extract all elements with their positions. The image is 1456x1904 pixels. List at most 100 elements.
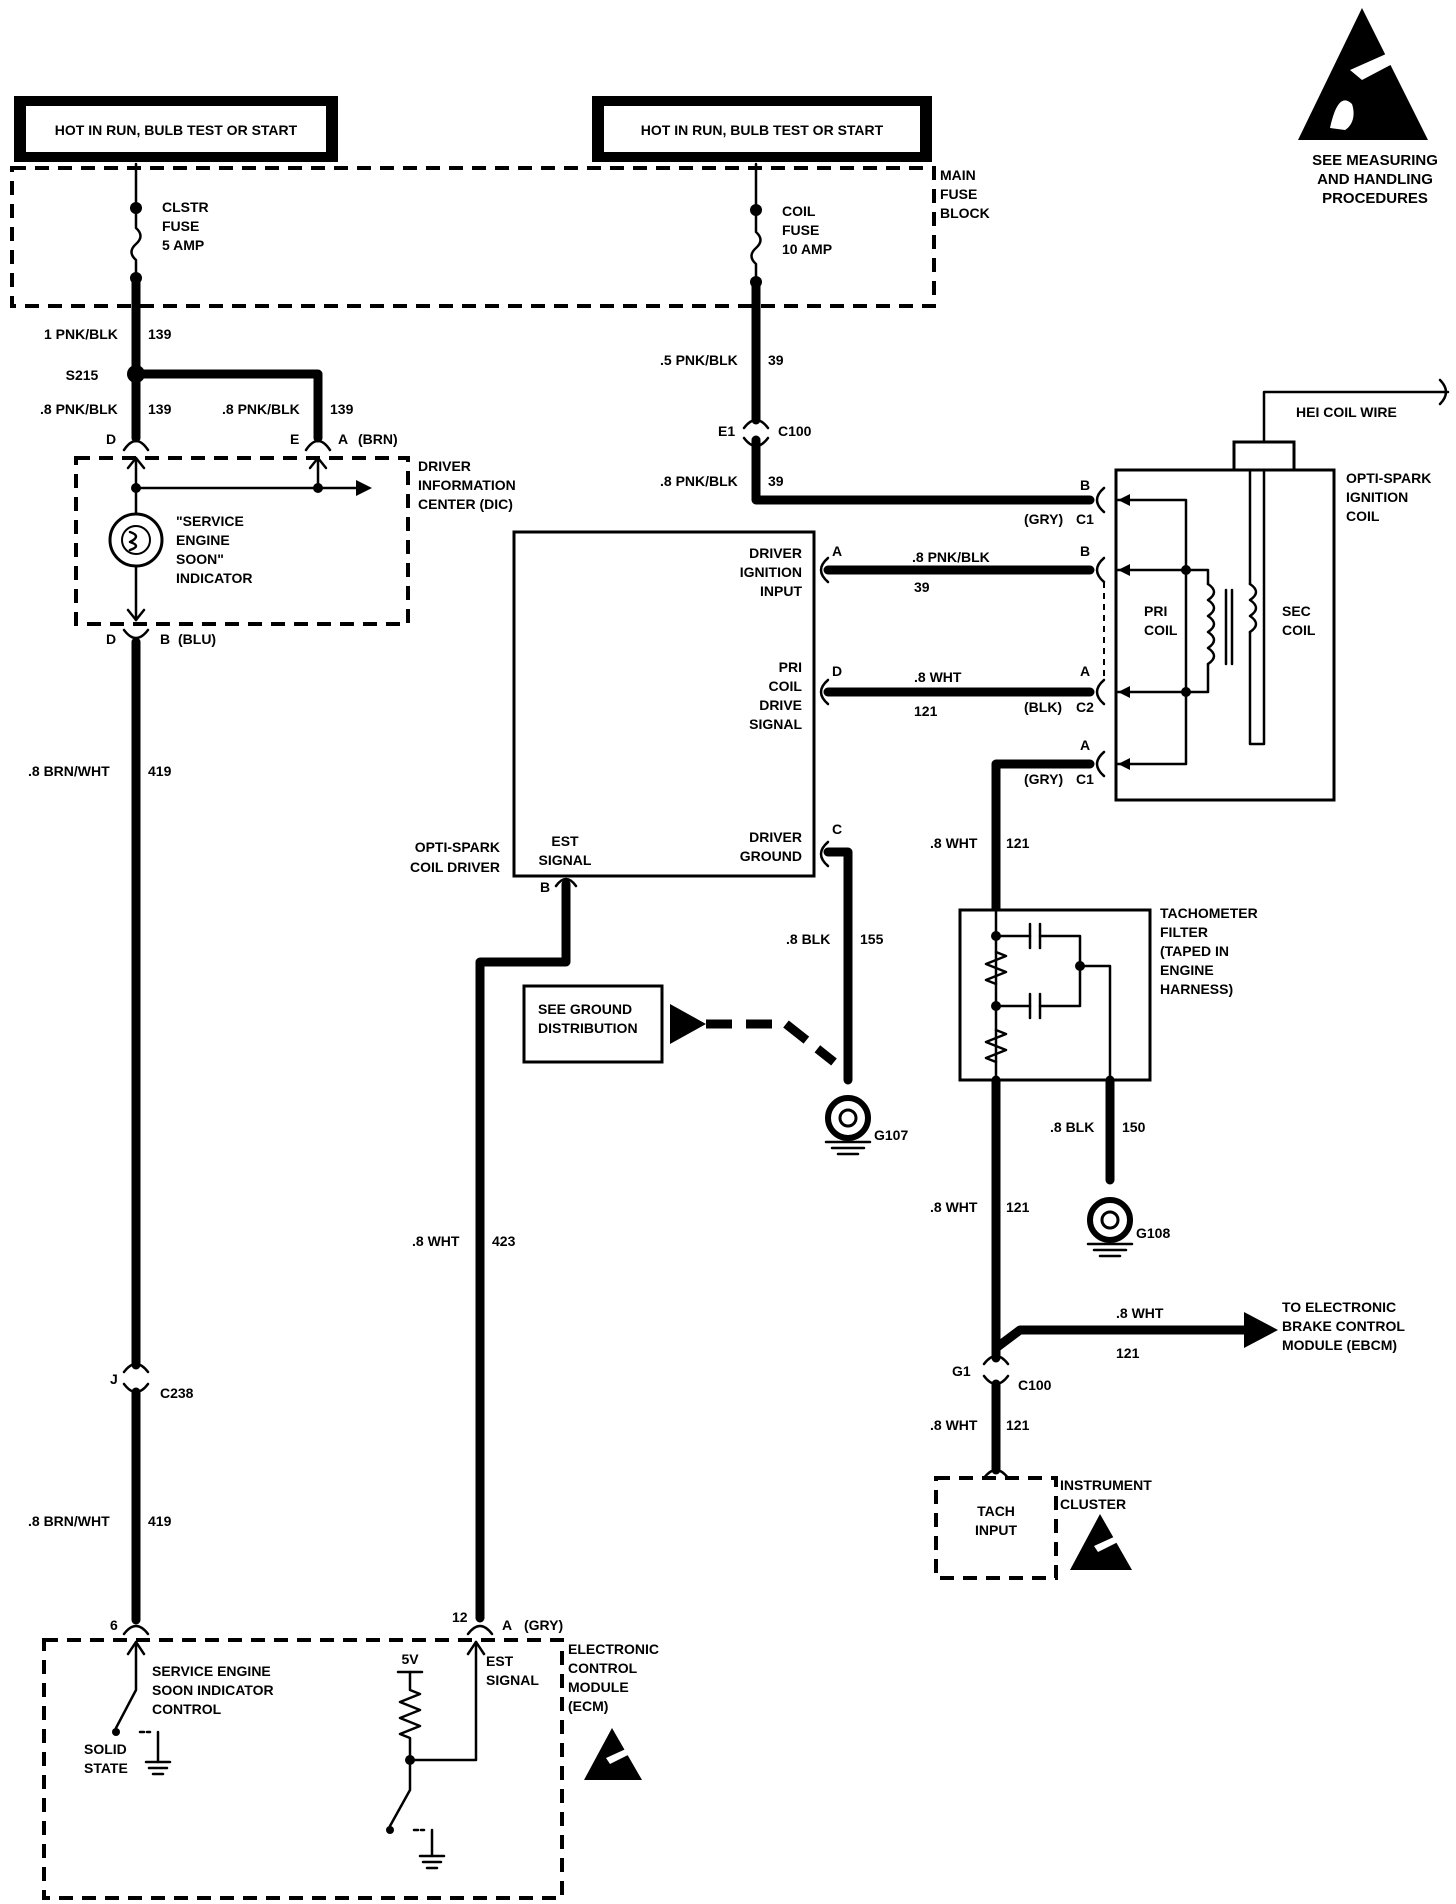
coil-pin-a: A bbox=[1080, 663, 1090, 679]
circuit-39: .5 PNK/BLK 39 E1 C100 .8 PNK/BLK 39 B (G… bbox=[660, 281, 1106, 527]
wire-121e-label: .8 WHT bbox=[930, 1417, 978, 1433]
coil-fuse-label-1: COIL bbox=[782, 203, 816, 219]
c1-bot-color: (GRY) bbox=[1024, 771, 1063, 787]
sesc-label-3: CONTROL bbox=[152, 1701, 222, 1717]
c238-label: C238 bbox=[160, 1385, 194, 1401]
wire-39a-circuit: 39 bbox=[768, 352, 784, 368]
wire-121c-circuit: 121 bbox=[1006, 1199, 1030, 1215]
wire-139a-label: 1 PNK/BLK bbox=[44, 326, 118, 342]
dic-name-2: INFORMATION bbox=[418, 477, 516, 493]
wire-121d-circuit: 121 bbox=[1116, 1345, 1140, 1361]
esd-warning-icon: SEE MEASURING AND HANDLING PROCEDURES bbox=[1298, 8, 1438, 207]
sec-coil-label-1: SEC bbox=[1282, 603, 1311, 619]
c1-bot-pin: A bbox=[1080, 737, 1090, 753]
wire-39a-label: .5 PNK/BLK bbox=[660, 352, 738, 368]
ecm-pin-12: 12 bbox=[452, 1609, 468, 1625]
wire-150-label: .8 BLK bbox=[1050, 1119, 1094, 1135]
c1-bot-label: C1 bbox=[1076, 771, 1094, 787]
c100-pin-e1: E1 bbox=[718, 423, 735, 439]
pri-coil-label-2: COIL bbox=[1144, 622, 1178, 638]
driver-pri-drive-2: COIL bbox=[769, 678, 803, 694]
tach-filter-label-4: ENGINE bbox=[1160, 962, 1214, 978]
ground-g108: .8 BLK 150 G108 bbox=[1050, 1075, 1170, 1258]
dic-name-1: DRIVER bbox=[418, 458, 471, 474]
ground-g107: C .8 BLK 155 G107 SEE GROUND DISTRIBUTIO… bbox=[522, 821, 908, 1156]
circuit-39-driver: A B .8 PNK/BLK 39 bbox=[819, 543, 1106, 595]
solid-state-2: STATE bbox=[84, 1760, 128, 1776]
wire-139a-circuit: 139 bbox=[148, 326, 172, 342]
driver-ign-input-1: DRIVER bbox=[749, 545, 802, 561]
wire-121d-label: .8 WHT bbox=[1116, 1305, 1164, 1321]
splice-s215: S215 bbox=[66, 367, 99, 383]
wire-155-label: .8 BLK bbox=[786, 931, 830, 947]
ecm-pin-6: 6 bbox=[110, 1617, 118, 1633]
power-source-left-label: HOT IN RUN, BULB TEST OR START bbox=[55, 122, 298, 138]
wire-419a-circuit: 419 bbox=[148, 763, 172, 779]
coil-driver-name-1: OPTI-SPARK bbox=[415, 839, 500, 855]
sesc-label-1: SERVICE ENGINE bbox=[152, 1663, 271, 1679]
c2-color: (BLK) bbox=[1024, 699, 1062, 715]
power-source-right: HOT IN RUN, BULB TEST OR START bbox=[592, 96, 932, 162]
wire-155-circuit: 155 bbox=[860, 931, 884, 947]
cluster-name-2: CLUSTER bbox=[1060, 1496, 1126, 1512]
ebcm-label-3: MODULE (EBCM) bbox=[1282, 1337, 1397, 1353]
solid-state-1: SOLID bbox=[84, 1741, 127, 1757]
tach-filter-label-2: FILTER bbox=[1160, 924, 1208, 940]
dic-pin-a: A bbox=[338, 431, 348, 447]
coil-driver-name-2: COIL DRIVER bbox=[410, 859, 500, 875]
ecm-est-2: SIGNAL bbox=[486, 1672, 539, 1688]
esd-note-line-3: PROCEDURES bbox=[1322, 190, 1428, 207]
c100-label: C100 bbox=[778, 423, 812, 439]
esd-note-line-2: AND HANDLING bbox=[1317, 171, 1433, 188]
ignition-coil-name-2: IGNITION bbox=[1346, 489, 1408, 505]
wire-121c-label: .8 WHT bbox=[930, 1199, 978, 1215]
wire-39b-label: .8 PNK/BLK bbox=[660, 473, 738, 489]
circuit-121-tach: A (GRY) C1 .8 WHT 121 bbox=[930, 737, 1106, 915]
v5-label: 5V bbox=[401, 1651, 419, 1667]
driver-pin-d: D bbox=[832, 663, 842, 679]
ecm-name-2: CONTROL bbox=[568, 1660, 638, 1676]
fuse-block-name-3: BLOCK bbox=[940, 205, 990, 221]
driver-est-1: EST bbox=[551, 833, 579, 849]
circuit-121-pri: D A .8 WHT 121 (BLK) C2 bbox=[819, 582, 1106, 719]
opti-spark-ignition-coil: HEI COIL WIRE OPTI-SPARK IGNITION COIL P… bbox=[1114, 378, 1450, 802]
driver-est-2: SIGNAL bbox=[539, 852, 592, 868]
cluster-name-1: INSTRUMENT bbox=[1060, 1477, 1152, 1493]
ecm-name-1: ELECTRONIC bbox=[568, 1641, 659, 1657]
ground-ref-line-2: DISTRIBUTION bbox=[538, 1020, 638, 1036]
tach-input-2: INPUT bbox=[975, 1522, 1017, 1538]
dic-pin-b-color: (BLU) bbox=[178, 631, 216, 647]
c238-pin: J bbox=[110, 1371, 118, 1387]
c1-top-label: C1 bbox=[1076, 511, 1094, 527]
driver-pin-b: B bbox=[540, 879, 550, 895]
electronic-control-module: ELECTRONIC CONTROL MODULE (ECM) SERVICE … bbox=[42, 1638, 659, 1900]
c1-top-color: (GRY) bbox=[1024, 511, 1063, 527]
wire-39b-circuit: 39 bbox=[768, 473, 784, 489]
fuse-block-name-2: FUSE bbox=[940, 186, 977, 202]
circuit-423: B .8 WHT 423 12 A (GRY) bbox=[412, 877, 578, 1636]
bulb-icon bbox=[108, 512, 164, 568]
instrument-cluster: TACH INPUT INSTRUMENT CLUSTER bbox=[934, 1476, 1152, 1580]
coil-fuse-label-3: 10 AMP bbox=[782, 241, 832, 257]
driver-pin-c: C bbox=[832, 821, 842, 837]
tach-filter-label-5: HARNESS) bbox=[1160, 981, 1233, 997]
driver-pin-a: A bbox=[832, 543, 842, 559]
driver-pri-drive-1: PRI bbox=[779, 659, 802, 675]
dic-pin-e: E bbox=[290, 431, 299, 447]
ecm-pin-a: A bbox=[502, 1617, 512, 1633]
dic-name-3: CENTER (DIC) bbox=[418, 496, 513, 512]
ground-ref-line-1: SEE GROUND bbox=[538, 1001, 632, 1017]
opti-spark-coil-driver: DRIVER IGNITION INPUT PRI COIL DRIVE SIG… bbox=[410, 530, 816, 878]
ecm-name-3: MODULE bbox=[568, 1679, 629, 1695]
wire-121b-circuit: 121 bbox=[1006, 835, 1030, 851]
dic-pin-b: B bbox=[160, 631, 170, 647]
wire-121e-circuit: 121 bbox=[1006, 1417, 1030, 1433]
wire-39c-label: .8 PNK/BLK bbox=[912, 549, 990, 565]
wire-39c-circuit: 39 bbox=[914, 579, 930, 595]
main-fuse-block: MAIN FUSE BLOCK CLSTR FUSE 5 AMP COIL FU… bbox=[10, 162, 990, 308]
fuse-block-name-1: MAIN bbox=[940, 167, 976, 183]
clstr-fuse-label-1: CLSTR bbox=[162, 199, 209, 215]
hei-coil-wire-label: HEI COIL WIRE bbox=[1296, 404, 1397, 420]
g107-label: G107 bbox=[874, 1127, 908, 1143]
clstr-fuse-label-3: 5 AMP bbox=[162, 237, 204, 253]
